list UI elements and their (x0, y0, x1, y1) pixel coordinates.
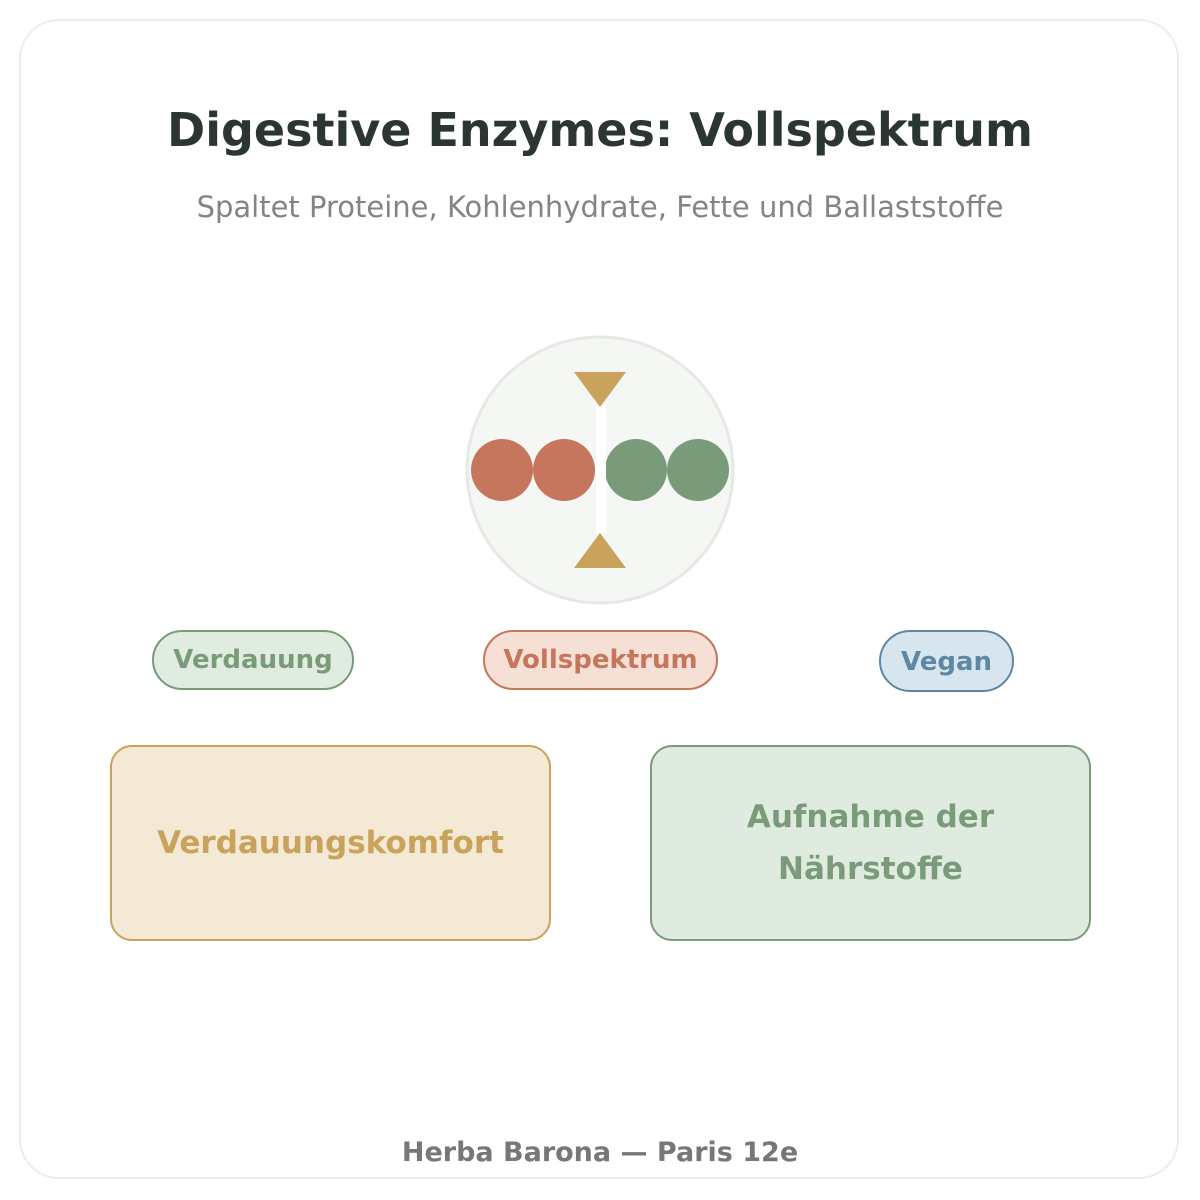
enzyme-split-icon (465, 335, 735, 605)
tag-vegan: Vegan (879, 630, 1014, 692)
benefit-label: Verdauungskomfort (157, 825, 504, 861)
tag-vollspektrum: Vollspektrum (483, 630, 718, 690)
arrow-down-icon (574, 372, 626, 407)
page-title: Digestive Enzymes: Vollspektrum (167, 103, 1033, 157)
footer-brand: Herba Barona — Paris 12e (401, 1137, 799, 1168)
page-subtitle: Spaltet Proteine, Kohlenhydrate, Fette u… (196, 190, 1004, 224)
tag-verdauung: Verdauung (152, 630, 354, 690)
left-bead-2 (533, 439, 595, 501)
enzyme-split-graphic (465, 335, 735, 605)
benefit-naehrstoffaufnahme: Aufnahme der Nährstoffe (650, 745, 1091, 941)
benefit-label: Aufnahme der Nährstoffe (746, 799, 995, 887)
right-bead-1 (605, 439, 667, 501)
left-bead-1 (471, 439, 533, 501)
benefit-verdauungskomfort: Verdauungskomfort (110, 745, 551, 941)
split-line (596, 405, 606, 533)
right-bead-2 (667, 439, 729, 501)
arrow-up-icon (574, 533, 626, 568)
